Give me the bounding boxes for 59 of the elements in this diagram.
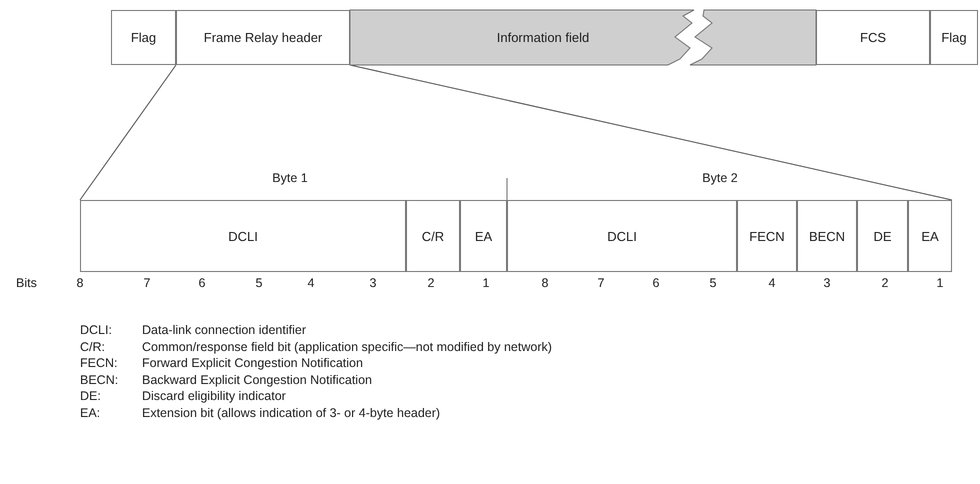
abbreviation: BECN: xyxy=(80,372,120,388)
field-label: Flag xyxy=(130,29,158,46)
bit-number: 8 xyxy=(76,275,84,291)
frame-field xyxy=(908,200,952,272)
field-label: Flag xyxy=(940,29,968,46)
field-label: DCLI xyxy=(606,228,638,244)
bit-number: 3 xyxy=(822,275,832,291)
frame-field xyxy=(507,200,737,272)
bits-label: Bits xyxy=(16,275,38,291)
definition: Common/response field bit (application specific—not modified by network) xyxy=(142,338,553,354)
definition: Extension bit (allows indication of 3- or 4-byte header) xyxy=(142,404,442,420)
bit-number: 8 xyxy=(540,275,550,291)
frame-field xyxy=(816,10,930,65)
field-label: DE xyxy=(872,228,893,244)
definition: Backward Explicit Congestion Notification xyxy=(142,372,373,388)
bit-number: 6 xyxy=(652,275,660,291)
bit-number: 2 xyxy=(880,275,890,291)
field-label: FECN xyxy=(748,228,786,244)
bit-number: 1 xyxy=(936,275,944,291)
bit-number: 7 xyxy=(142,275,152,291)
field-label: C/R xyxy=(420,228,446,244)
frame-field xyxy=(176,10,350,65)
abbreviation: FECN: xyxy=(80,355,118,371)
bit-number: 1 xyxy=(482,275,490,291)
bit-number: 5 xyxy=(708,275,718,291)
frame-field xyxy=(80,200,406,272)
definition: Data-link connection identifier xyxy=(142,322,307,338)
frame-field xyxy=(111,10,176,65)
definition: Discard eligibility indicator xyxy=(142,388,287,404)
field-label: FCS xyxy=(859,29,887,46)
abbreviation: DCLI: xyxy=(80,322,113,338)
byte-label: Byte 2 xyxy=(701,170,739,186)
bit-number: 3 xyxy=(368,275,378,291)
definition: Forward Explicit Congestion Notification xyxy=(142,355,364,371)
field-label: BECN xyxy=(808,228,846,244)
bit-number: 7 xyxy=(596,275,606,291)
field-label: Frame Relay header xyxy=(202,29,324,46)
abbreviation: EA: xyxy=(80,404,102,420)
bit-number: 6 xyxy=(198,275,206,291)
frame-field xyxy=(930,10,978,65)
field-label: Information field xyxy=(496,29,590,46)
frame-field xyxy=(857,200,908,272)
frame-field xyxy=(460,200,507,272)
frame-field xyxy=(406,200,460,272)
information-field-segment xyxy=(350,10,816,65)
frame-field xyxy=(737,200,797,272)
expansion-line xyxy=(80,64,176,200)
field-label: EA xyxy=(474,228,494,244)
field-label: DCLI xyxy=(227,228,259,244)
bit-number: 4 xyxy=(768,275,776,291)
bit-number: 5 xyxy=(254,275,264,291)
abbreviation: C/R: xyxy=(80,338,106,354)
field-label: EA xyxy=(920,228,940,244)
frame-field xyxy=(797,200,857,272)
byte-label: Byte 1 xyxy=(271,170,309,186)
bit-number: 2 xyxy=(426,275,436,291)
expansion-line xyxy=(350,64,952,200)
abbreviation: DE: xyxy=(80,388,102,404)
bit-number: 4 xyxy=(306,275,316,291)
